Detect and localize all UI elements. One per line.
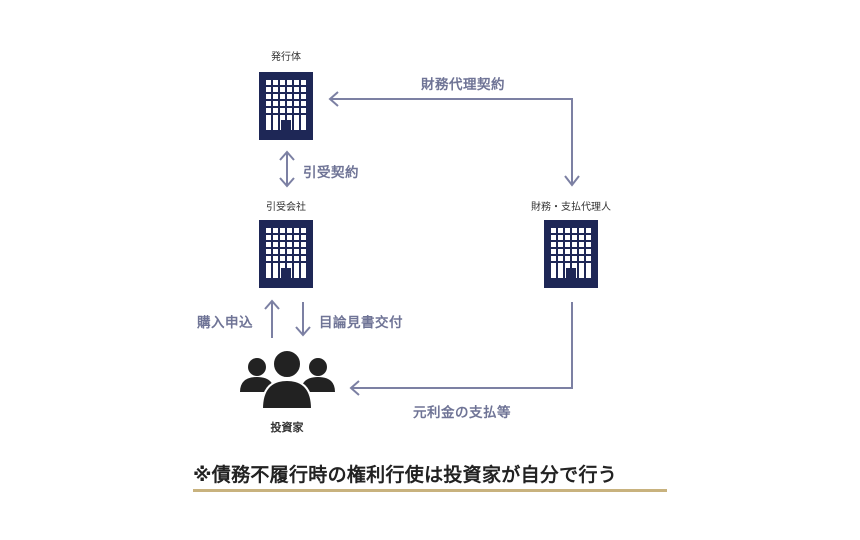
- payment-arrow: [349, 302, 573, 396]
- underwriting-label: 引受契約: [303, 165, 359, 181]
- people-group-icon: [240, 349, 335, 410]
- underwriting-arrow: [279, 150, 295, 188]
- purchase-application-arrow: [264, 299, 280, 338]
- underwriter-label: 引受会社: [266, 202, 306, 213]
- underwriter-building-icon: [259, 220, 313, 288]
- prospectus-delivery-arrow: [295, 302, 311, 337]
- issuer-label: 発行体: [271, 52, 301, 63]
- agent-building-icon: [544, 220, 598, 288]
- prospectus-delivery-label: 目論見書交付: [319, 315, 403, 331]
- investor-label: 投資家: [270, 421, 304, 434]
- footnote-underline: [193, 489, 667, 492]
- payment-label: 元利金の支払等: [413, 405, 511, 421]
- agent-label: 財務・支払代理人: [531, 202, 611, 213]
- fiscal-agency-arrow: [328, 91, 580, 187]
- footnote-text: ※債務不履行時の権利行使は投資家が自分で行う: [193, 464, 618, 486]
- issuer-building-icon: [259, 72, 313, 140]
- fiscal-agency-label: 財務代理契約: [421, 77, 505, 93]
- purchase-application-label: 購入申込: [197, 315, 253, 331]
